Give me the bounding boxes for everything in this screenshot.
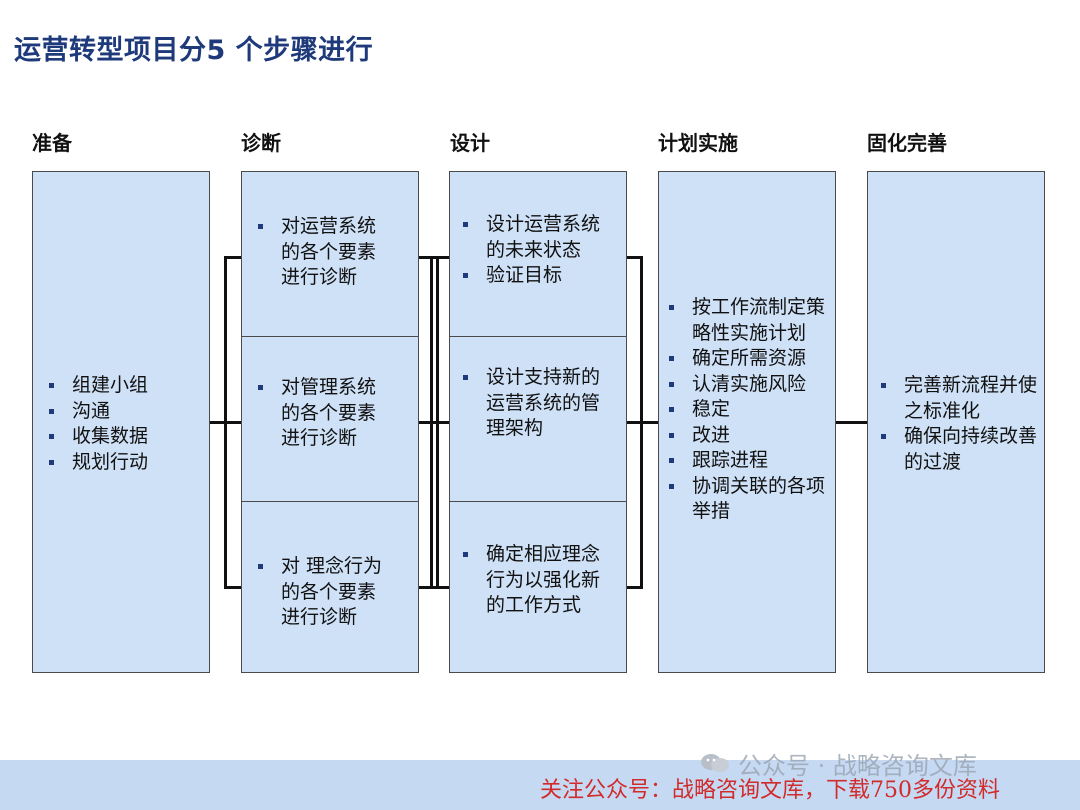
bullet-icon [881, 383, 886, 388]
connector-line [224, 421, 241, 424]
bullet-list: 按工作流制定策略性实施计划 确定所需资源 认清实施风险 稳定 改进 跟踪进程 协… [669, 295, 829, 525]
connector-line [627, 256, 643, 259]
bullet-list: 对运营系统的各个要素进行诊断 [258, 214, 388, 291]
connector-line [627, 586, 643, 589]
wechat-icon [701, 754, 729, 772]
bullet-icon [463, 552, 468, 557]
bullet-list: 设计运营系统的未来状态 验证目标 [463, 212, 618, 289]
box-diagnose-operations: 对运营系统的各个要素进行诊断 [241, 171, 419, 337]
bullet-icon [669, 458, 674, 463]
bullet-icon [49, 383, 54, 388]
heading-consolidate: 固化完善 [867, 131, 947, 155]
bullet-list: 组建小组 沟通 收集数据 规划行动 [49, 373, 199, 475]
list-item: 设计运营系统的未来状态 [463, 212, 618, 263]
connector-line [210, 421, 226, 424]
list-item: 跟踪进程 [669, 448, 829, 474]
list-item: 协调关联的各项举措 [669, 474, 829, 525]
heading-prepare: 准备 [32, 131, 72, 155]
bullet-icon [669, 407, 674, 412]
box-diagnose-mindset: 对 理念行为的各个要素进行诊断 [241, 501, 419, 673]
list-item: 沟通 [49, 399, 199, 425]
bullet-icon [669, 483, 674, 489]
box-implement: 按工作流制定策略性实施计划 确定所需资源 认清实施风险 稳定 改进 跟踪进程 协… [658, 171, 836, 673]
bullet-icon [49, 408, 54, 414]
connector-line [835, 421, 867, 424]
connector-line [418, 421, 449, 424]
heading-implement: 计划实施 [658, 131, 738, 155]
list-item: 按工作流制定策略性实施计划 [669, 295, 829, 346]
bullet-list: 设计支持新的运营系统的管理架构 [463, 365, 618, 442]
list-item: 改进 [669, 423, 829, 449]
connector-line [224, 256, 241, 259]
bullet-icon [881, 434, 886, 439]
bullet-list: 完善新流程并使之标准化 确保向持续改善的过渡 [881, 373, 1041, 475]
list-item: 对 理念行为的各个要素进行诊断 [258, 554, 388, 631]
heading-design: 设计 [450, 131, 490, 155]
bullet-list: 确定相应理念行为以强化新的工作方式 [463, 542, 618, 619]
bullet-icon [463, 273, 468, 278]
bullet-icon [258, 224, 263, 229]
page-title: 运营转型项目分5 个步骤进行 [14, 35, 374, 66]
list-item: 收集数据 [49, 424, 199, 450]
connector-line [640, 256, 643, 589]
bullet-icon [258, 564, 263, 569]
connector-line [430, 256, 433, 589]
box-consolidate: 完善新流程并使之标准化 确保向持续改善的过渡 [867, 171, 1045, 673]
list-item: 确保向持续改善的过渡 [881, 424, 1041, 475]
connector-line [436, 256, 439, 589]
footer-band [0, 760, 1080, 810]
box-design-management: 设计支持新的运营系统的管理架构 [449, 336, 627, 502]
box-prepare: 组建小组 沟通 收集数据 规划行动 [32, 171, 210, 673]
bullet-icon [258, 385, 263, 390]
list-item: 完善新流程并使之标准化 [881, 373, 1041, 424]
bullet-icon [49, 434, 54, 439]
list-item: 确定相应理念行为以强化新的工作方式 [463, 542, 618, 619]
connector-line [224, 586, 241, 589]
connector-line [418, 256, 449, 259]
watermark: 公众号 · 战略咨询文库 [738, 752, 977, 780]
bullet-icon [669, 305, 674, 310]
list-item: 验证目标 [463, 263, 618, 289]
box-design-operations: 设计运营系统的未来状态 验证目标 [449, 171, 627, 337]
bullet-list: 对管理系统的各个要素进行诊断 [258, 375, 388, 452]
bullet-icon [669, 381, 674, 387]
list-item: 确定所需资源 [669, 346, 829, 372]
connector-line [418, 586, 449, 589]
list-item: 认清实施风险 [669, 372, 829, 398]
bullet-icon [669, 356, 674, 361]
heading-diagnose: 诊断 [241, 131, 281, 155]
bullet-icon [463, 375, 468, 380]
box-design-mindset: 确定相应理念行为以强化新的工作方式 [449, 501, 627, 673]
box-diagnose-management: 对管理系统的各个要素进行诊断 [241, 336, 419, 502]
list-item: 稳定 [669, 397, 829, 423]
list-item: 组建小组 [49, 373, 199, 399]
bullet-icon [463, 222, 468, 227]
list-item: 对管理系统的各个要素进行诊断 [258, 375, 388, 452]
list-item: 规划行动 [49, 450, 199, 476]
bullet-icon [669, 432, 674, 438]
list-item: 设计支持新的运营系统的管理架构 [463, 365, 618, 442]
bullet-icon [49, 459, 54, 465]
footer-text: 关注公众号：战略咨询文库，下载750多份资料 [540, 778, 1000, 803]
bullet-list: 对 理念行为的各个要素进行诊断 [258, 554, 388, 631]
list-item: 对运营系统的各个要素进行诊断 [258, 214, 388, 291]
